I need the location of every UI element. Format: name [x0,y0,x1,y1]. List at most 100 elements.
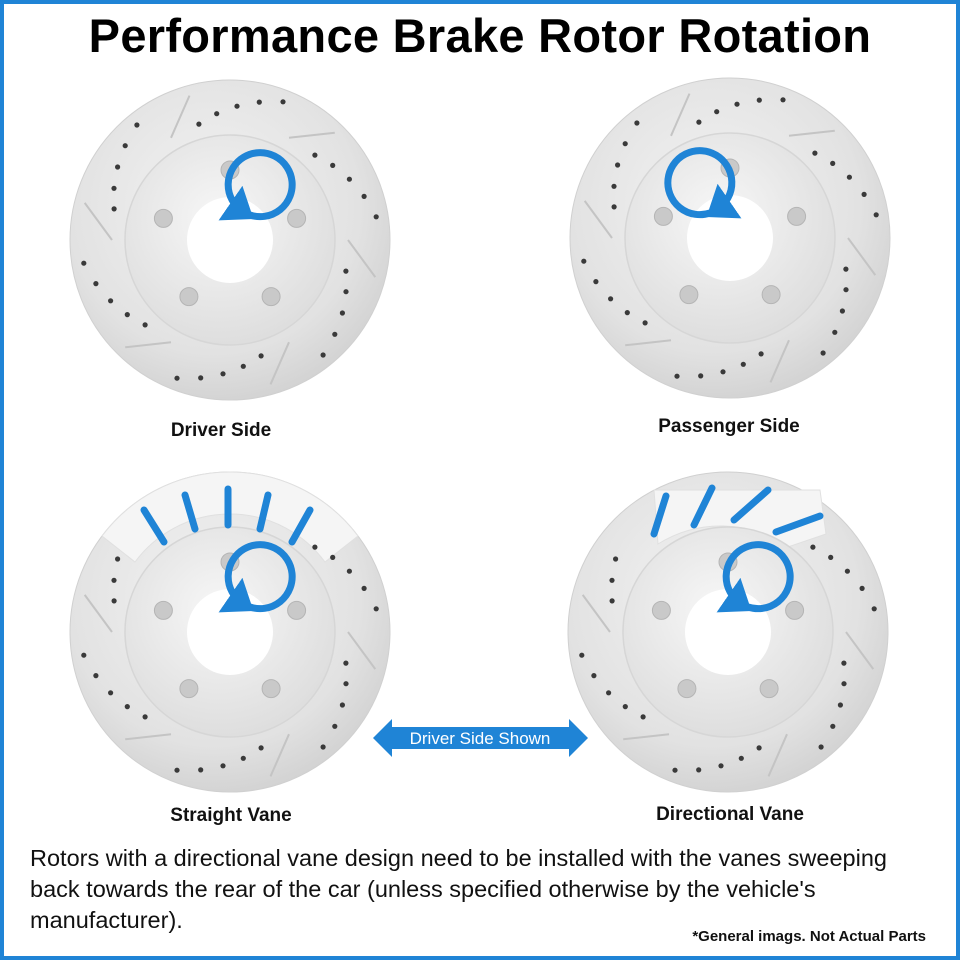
drill-hole [280,99,286,105]
drill-hole [256,99,262,105]
drill-hole [830,723,836,729]
drill-holes [581,93,879,383]
drill-hole [581,258,587,264]
drill-hole [343,289,349,295]
drill-hole [839,308,845,314]
drill-hole [672,767,678,773]
rotor-directional-vane [567,471,889,793]
drill-hole [591,673,597,679]
lug-hole [787,206,807,226]
drill-hole [93,673,99,679]
drill-hole [830,160,836,166]
drill-hole [198,767,204,773]
lug-hole [261,287,281,307]
drill-hole [108,690,114,696]
slot-groove [125,733,172,741]
straight-vanes [140,485,314,546]
rotation-arrow-icon [218,149,296,221]
slot-groove [625,339,672,347]
drill-hole [142,714,148,720]
drill-hole [609,598,615,604]
drill-hole [111,598,117,604]
drill-hole [312,152,318,158]
drill-hole [640,714,646,720]
drill-hole [240,363,246,369]
drill-hole [873,212,879,218]
rotation-arrow-icon [664,147,742,219]
drill-hole [174,375,180,381]
drill-hole [81,652,87,658]
drill-hole [579,652,585,658]
label-straight-vane: Straight Vane [170,805,292,826]
slot-groove [83,594,113,633]
lug-holes [653,158,807,305]
lug-hole [651,600,671,620]
drill-hole [174,767,180,773]
drill-hole [122,143,128,149]
lug-hole [179,679,199,699]
lug-hole [653,206,673,226]
slot-groove [769,339,790,383]
drill-hole [837,702,843,708]
page-title: Performance Brake Rotor Rotation [88,9,872,62]
drill-hole [738,755,744,761]
drill-hole [606,690,612,696]
drill-holes [81,95,379,385]
lug-hole [287,208,307,228]
drill-hole [611,204,617,210]
drill-hole [124,704,130,710]
drill-hole [111,577,117,583]
lug-hole [785,600,805,620]
drill-hole [134,122,140,128]
drill-hole [346,568,352,574]
rotor-straight-vane [69,471,391,793]
lug-hole [287,600,307,620]
slot-groove [347,239,377,278]
drill-hole [258,745,264,751]
drill-hole [871,606,877,612]
rotor-driver-side [69,79,391,401]
slot-groove [581,594,611,633]
drill-hole [832,329,838,335]
slot-groove [847,237,877,276]
drill-hole [361,585,367,591]
directional-vanes [650,484,824,538]
lug-hole [153,208,173,228]
drill-hole [373,606,379,612]
drill-hole [642,320,648,326]
drill-hole [674,373,680,379]
drill-hole [312,544,318,550]
drill-hole [624,310,630,316]
drill-hole [615,162,621,168]
drill-hole [93,281,99,287]
drill-hole [756,97,762,103]
drill-hole [859,585,865,591]
slot-groove [623,733,670,741]
drill-hole [361,193,367,199]
lug-hole [153,600,173,620]
rotation-arrow-icon [218,541,296,613]
lug-hole [759,679,779,699]
drill-hole [861,191,867,197]
drill-hole [734,101,740,107]
drill-hole [758,351,764,357]
lug-holes [651,552,805,699]
drill-hole [339,702,345,708]
slot-groove [347,631,377,670]
drill-hole [198,375,204,381]
drill-hole [846,174,852,180]
drill-hole [720,369,726,375]
drill-hole [810,544,816,550]
drill-hole [841,660,847,666]
drill-hole [332,723,338,729]
slot-groove [269,341,290,385]
drill-hole [111,206,117,212]
drill-hole [740,361,746,367]
drill-hole [332,331,338,337]
drill-hole [843,266,849,272]
label-driver-side: Driver Side [170,420,272,441]
drill-hole [343,660,349,666]
drill-hole [339,310,345,316]
drill-hole [841,681,847,687]
